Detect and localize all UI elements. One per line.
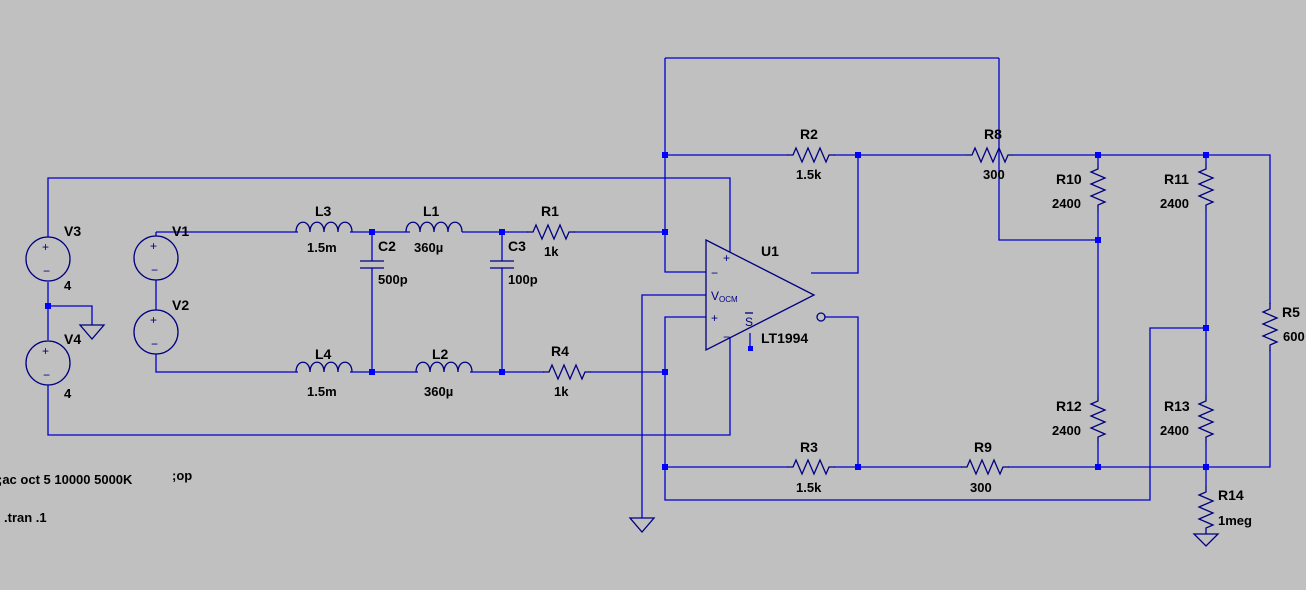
- ground-icon: [628, 517, 656, 533]
- resistor-r13[interactable]: R13 2400: [1160, 394, 1214, 444]
- c2-name: C2: [378, 238, 396, 254]
- r8-name: R8: [984, 126, 1002, 142]
- r13-name: R13: [1164, 398, 1190, 414]
- r4-value: 1k: [554, 384, 569, 399]
- ground-icon: [1192, 533, 1220, 547]
- r13-value: 2400: [1160, 423, 1189, 438]
- resistor-r14[interactable]: R14 1meg: [1198, 485, 1252, 535]
- l4-value: 1.5m: [307, 384, 337, 399]
- resistor-r4[interactable]: R4 1k: [542, 343, 592, 399]
- r14-value: 1meg: [1218, 513, 1252, 528]
- l3-name: L3: [315, 203, 332, 219]
- l2-name: L2: [432, 346, 449, 362]
- voltage-source-v1[interactable]: + − V1: [133, 223, 189, 281]
- tran-directive[interactable]: .tran .1: [4, 510, 47, 525]
- svg-text:−: −: [43, 264, 50, 278]
- v4-value: 4: [64, 386, 72, 401]
- inductor-l2[interactable]: L2 360µ: [415, 346, 473, 399]
- r1-name: R1: [541, 203, 559, 219]
- r11-name: R11: [1164, 171, 1189, 187]
- r9-value: 300: [970, 480, 992, 495]
- r2-value: 1.5k: [796, 167, 822, 182]
- resistor-r10[interactable]: R10 2400: [1052, 162, 1106, 212]
- resistor-r3[interactable]: R3 1.5k: [786, 439, 836, 495]
- pin-minus-bottom: −: [723, 330, 730, 344]
- svg-text:+: +: [150, 239, 157, 253]
- l1-name: L1: [423, 203, 440, 219]
- ground-icon: [78, 324, 106, 340]
- svg-text:+: +: [150, 313, 157, 327]
- c3-value: 100p: [508, 272, 538, 287]
- resistor-r1[interactable]: R1 1k: [526, 203, 576, 259]
- r12-name: R12: [1056, 398, 1082, 414]
- r3-value: 1.5k: [796, 480, 822, 495]
- resistor-r9[interactable]: R9 300: [960, 439, 1010, 495]
- voltage-source-v3[interactable]: + − V3 4: [25, 223, 81, 293]
- l4-name: L4: [315, 346, 332, 362]
- junctions: [45, 152, 1209, 470]
- pin-vocm: VOCM: [711, 289, 738, 304]
- resistor-r2[interactable]: R2 1.5k: [786, 126, 836, 182]
- op-directive[interactable]: ;op: [172, 468, 192, 483]
- l1-value: 360µ: [414, 240, 443, 255]
- svg-text:+: +: [42, 240, 49, 254]
- r10-value: 2400: [1052, 196, 1081, 211]
- l3-value: 1.5m: [307, 240, 337, 255]
- r11-value: 2400: [1160, 196, 1189, 211]
- svg-text:−: −: [151, 263, 158, 277]
- pin-plus-top: +: [723, 251, 730, 265]
- r10-name: R10: [1056, 171, 1082, 187]
- inductor-l3[interactable]: L3 1.5m: [295, 203, 353, 255]
- r1-value: 1k: [544, 244, 559, 259]
- pin-plus-bottom: +: [711, 311, 718, 325]
- voltage-source-v2[interactable]: + − V2: [133, 297, 189, 355]
- resistor-r5[interactable]: R5 600: [1262, 302, 1305, 352]
- r5-value: 600: [1283, 329, 1305, 344]
- v3-name: V3: [64, 223, 81, 239]
- svg-text:−: −: [43, 368, 50, 382]
- v1-name: V1: [172, 223, 189, 239]
- capacitor-c2[interactable]: C2 500p: [360, 238, 408, 287]
- inductor-l1[interactable]: L1 360µ: [405, 203, 463, 255]
- r14-name: R14: [1218, 487, 1244, 503]
- r4-name: R4: [551, 343, 569, 359]
- svg-text:−: −: [151, 337, 158, 351]
- c2-value: 500p: [378, 272, 408, 287]
- svg-text:+: +: [42, 344, 49, 358]
- r8-value: 300: [983, 167, 1005, 182]
- pin-minus-top: −: [711, 266, 718, 280]
- ac-directive[interactable]: ;ac oct 5 10000 5000K: [0, 472, 133, 487]
- r9-name: R9: [974, 439, 992, 455]
- wires: [47, 57, 1271, 518]
- resistor-r8[interactable]: R8 300: [965, 126, 1015, 182]
- voltage-source-v4[interactable]: + − V4 4: [25, 331, 81, 401]
- capacitor-c3[interactable]: C3 100p: [490, 238, 538, 287]
- u1-name: U1: [761, 243, 779, 259]
- r3-name: R3: [800, 439, 818, 455]
- v2-name: V2: [172, 297, 189, 313]
- pin-shdn: S: [745, 315, 753, 329]
- inductor-l4[interactable]: L4 1.5m: [295, 346, 353, 399]
- v4-name: V4: [64, 331, 81, 347]
- c3-name: C3: [508, 238, 526, 254]
- r5-name: R5: [1282, 304, 1300, 320]
- r12-value: 2400: [1052, 423, 1081, 438]
- opamp-u1[interactable]: + − VOCM + − S U1 LT1994: [705, 238, 826, 352]
- resistor-r12[interactable]: R12 2400: [1052, 394, 1106, 444]
- l2-value: 360µ: [424, 384, 453, 399]
- u1-model: LT1994: [761, 330, 808, 346]
- r2-name: R2: [800, 126, 818, 142]
- resistor-r11[interactable]: R11 2400: [1160, 162, 1214, 212]
- v3-value: 4: [64, 278, 72, 293]
